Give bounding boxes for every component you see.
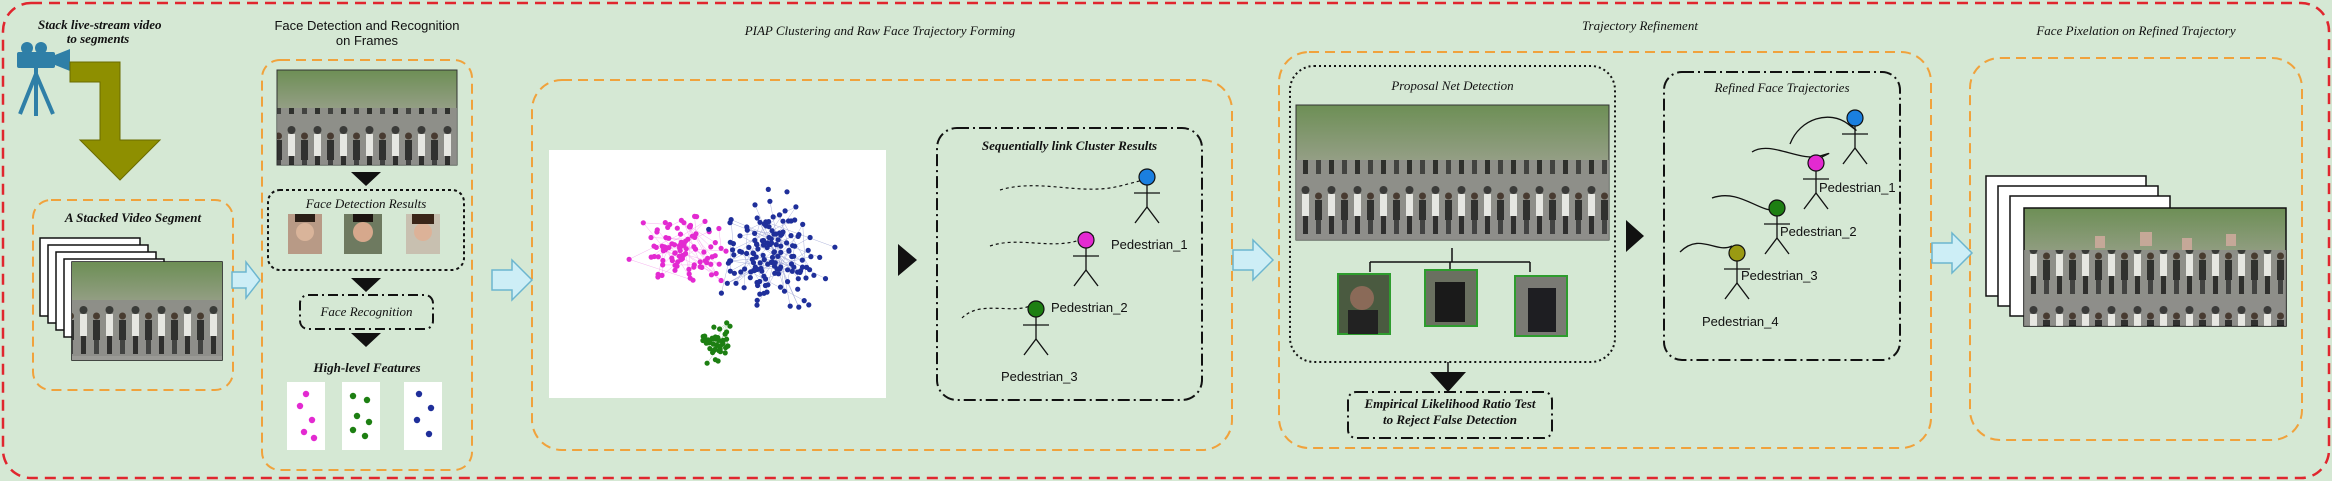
- link-pedestrian-3-label: Pedestrian_3: [1001, 369, 1078, 384]
- sequential-link-label: Sequentially link Cluster Results: [937, 138, 1202, 154]
- feature-card-navy: [404, 382, 442, 450]
- proposal-net-label: Proposal Net Detection: [1290, 78, 1615, 94]
- proposal-frame-image: [1296, 105, 1609, 240]
- detection-stage-title: Face Detection and Recognition on Frames: [260, 18, 474, 48]
- refined-pedestrian-3-label: Pedestrian_3: [1741, 268, 1818, 283]
- refined-trajectories-label: Refined Face Trajectories: [1664, 80, 1900, 96]
- stacked-segment-label: A Stacked Video Segment: [40, 210, 226, 226]
- face-crop-images: [288, 214, 440, 254]
- refinement-stage-title: Trajectory Refinement: [1490, 18, 1790, 34]
- refined-pedestrian-1-label: Pedestrian_1: [1819, 180, 1896, 195]
- likelihood-test-label: Empirical Likelihood Ratio Test to Rejec…: [1348, 396, 1552, 428]
- high-level-features-label: High-level Features: [262, 360, 472, 376]
- face-recognition-label: Face Recognition: [300, 304, 433, 320]
- face-detection-results-label: Face Detection Results: [268, 196, 464, 212]
- clustering-stage-title: PIAP Clustering and Raw Face Trajectory …: [640, 23, 1120, 39]
- refined-pedestrian-2-label: Pedestrian_2: [1780, 224, 1857, 239]
- stack-stage-title: Stack live-stream video to segments: [38, 18, 158, 46]
- feature-card-green: [342, 382, 380, 450]
- pixelation-stage-title: Face Pixelation on Refined Trajectory: [1970, 23, 2302, 39]
- street-frame-image: [277, 70, 457, 165]
- proposal-crop-images: [1338, 270, 1567, 336]
- link-pedestrian-2-label: Pedestrian_2: [1051, 300, 1128, 315]
- link-pedestrian-1-label: Pedestrian_1: [1111, 237, 1188, 252]
- refined-pedestrian-4-label: Pedestrian_4: [1702, 314, 1779, 329]
